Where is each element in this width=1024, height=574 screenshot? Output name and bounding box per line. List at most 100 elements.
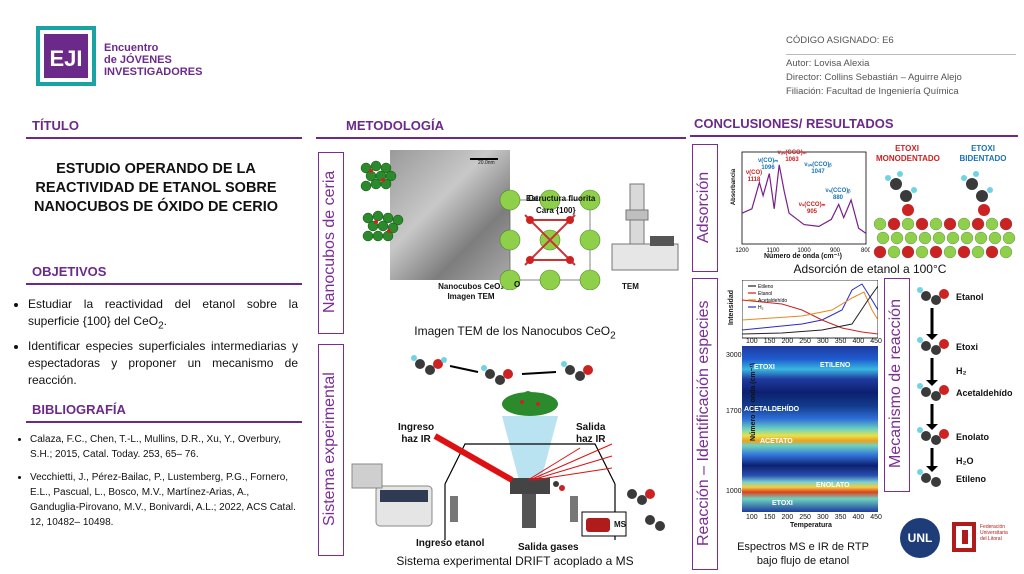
experimental-box-label: Sistema experimental	[321, 372, 338, 526]
method-header: METODOLOGÍA	[346, 118, 444, 133]
reaction-box	[692, 278, 718, 570]
drift-caption: Sistema experimental DRIFT acoplado a MS	[396, 554, 634, 568]
bibliography-header: BIBLIOGRAFÍA	[32, 402, 126, 417]
x-tick: 100	[746, 338, 758, 345]
fluorite-title-text: Estructura fluorita	[526, 194, 596, 203]
ads-tick: 1100	[767, 248, 781, 254]
reaction-caption: Espectros MS e IR de RTP bajo flujo de e…	[737, 541, 869, 567]
surface-atom	[999, 245, 1013, 259]
mech-step: Acetaldehído	[956, 388, 1013, 398]
objective-item: Estudiar la reactividad del etanol sobre…	[28, 296, 298, 334]
surface-atom	[988, 231, 1002, 245]
mechanism-svg	[917, 287, 949, 487]
x-tick: 450	[870, 514, 882, 521]
ms-legend-label: Etileno	[758, 284, 774, 290]
gas-out-label: Salida gases	[518, 542, 579, 553]
surface-atom	[971, 245, 985, 259]
ir-species-label: ENOLATO	[816, 482, 850, 489]
ads-xlabel: Número de onda (cm⁻¹)	[764, 253, 842, 260]
surface-atom	[901, 245, 915, 259]
mech-arrow-head	[926, 424, 938, 430]
x-tick: 100	[746, 514, 758, 521]
mech-atom-c	[921, 387, 931, 397]
poster-title: ESTUDIO OPERANDO DE LA REACTIVIDAD DE ET…	[33, 161, 279, 215]
objectives-list: Estudiar la reactividad del etanol sobre…	[12, 296, 298, 393]
mech-atom-h	[917, 427, 923, 433]
surface-atom	[985, 217, 999, 231]
mechanism-box-label: Mecanismo de reacción	[887, 299, 904, 469]
ir-species-label: ETILENO	[820, 362, 851, 369]
mech-byproduct-h2: H₂	[956, 366, 967, 376]
mech-atom-h	[917, 469, 923, 475]
etoxi-svg	[873, 171, 1016, 259]
bibliography-list: Calaza, F.C., Chen, T.-L., Mullins, D.R.…	[14, 432, 298, 534]
surface-atom	[971, 217, 985, 231]
logo-text: Encuentro de JÓVENES INVESTIGADORES	[104, 42, 203, 78]
experimental-box	[318, 344, 344, 556]
surface-atom	[999, 217, 1013, 231]
surface-atom	[985, 245, 999, 259]
conclusions-rule	[690, 135, 1018, 137]
x-tick: 350	[834, 514, 847, 521]
x-tick: 250	[799, 514, 811, 521]
mech-step: Etoxi	[956, 342, 979, 352]
surface-atom	[960, 231, 974, 245]
face-label: Cara {100}	[536, 206, 576, 215]
ads-peak-value: 1096	[761, 165, 775, 171]
mech-atom-o	[939, 289, 949, 299]
adsorption-box	[692, 144, 718, 272]
mech-atom-h	[917, 337, 923, 343]
surface-atom	[932, 231, 946, 245]
ads-tick: 1200	[735, 248, 749, 254]
objectives-header: OBJETIVOS	[32, 264, 107, 279]
info-block: CÓDIGO ASIGNADO: E6 Autor: Lovisa Alexia…	[786, 34, 1016, 99]
title-rule	[26, 137, 302, 139]
surface-atom	[915, 245, 929, 259]
mechanism-box	[884, 278, 910, 492]
fluorite-structure	[499, 189, 601, 290]
reaction-box-label: Reacción – Identificación especies	[695, 300, 712, 546]
molecules-top	[411, 355, 593, 385]
svg-text:EJI: EJI	[49, 46, 82, 71]
x-tick: 250	[799, 338, 811, 345]
nanocube-clusters	[360, 160, 404, 242]
director: Director: Collins Sebastián – Aguirre Al…	[786, 72, 962, 83]
ir-species-label: ACETATO	[760, 438, 793, 445]
ads-peak-value: 1118	[748, 177, 761, 183]
ir-species-label: ETOXI	[754, 364, 775, 371]
objective-item: Identificar especies superficiales inter…	[28, 338, 298, 389]
surface-atom	[873, 245, 887, 259]
ir-species-label: ETOXI	[772, 500, 793, 507]
surface-atom	[943, 217, 957, 231]
mech-atom-o	[939, 385, 949, 395]
objectives-rule	[26, 283, 302, 285]
ads-peak-value: 905	[807, 209, 818, 215]
ads-peak-label: ν(CO)ₘ	[758, 158, 778, 164]
mechanism-diagram: Etanol Etoxi H₂ Acetaldehído Enolato H₂O…	[912, 280, 1020, 490]
surface-atom	[974, 231, 988, 245]
x-tick: 300	[817, 514, 829, 521]
mech-arrow-head	[926, 380, 938, 386]
surface-atom	[904, 231, 918, 245]
mech-arrow-head	[926, 466, 938, 472]
ms-legend-label: H₂	[758, 305, 764, 311]
mech-atom-c	[921, 291, 931, 301]
mech-atom-o	[939, 339, 949, 349]
ir-ytick: 1000	[726, 488, 742, 495]
mech-step: Enolato	[956, 432, 989, 442]
ads-tick: 1000	[797, 248, 811, 254]
surface-atom	[887, 217, 901, 231]
ms-label: MS	[614, 520, 626, 529]
ir-xlabel: Temperatura	[790, 522, 832, 529]
ads-tick: 800	[861, 248, 870, 254]
mech-atom-c	[921, 473, 931, 483]
adsorption-caption: Adsorción de etanol a 100°C	[793, 262, 947, 276]
